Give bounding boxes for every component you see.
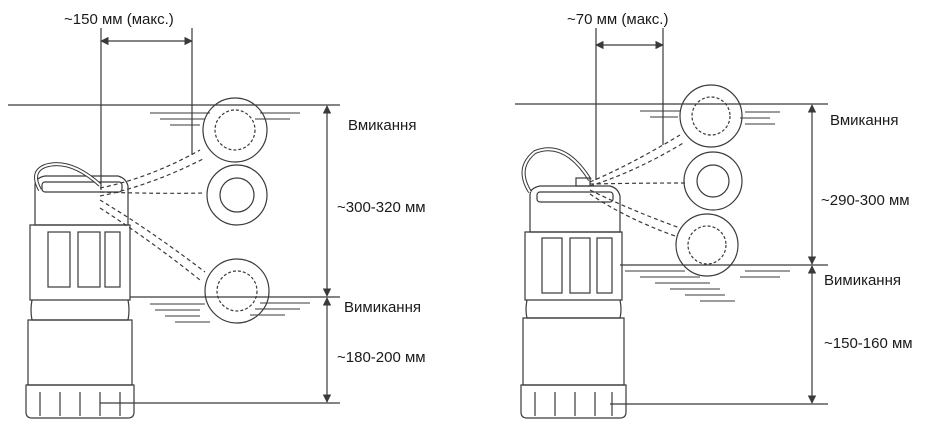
float-middle — [206, 164, 268, 226]
float-upper — [679, 84, 743, 148]
float-lower — [204, 258, 270, 324]
water-ripples-off — [625, 270, 790, 302]
float-cables — [99, 149, 206, 281]
right-diagram — [515, 28, 828, 419]
pump-body — [25, 175, 135, 419]
left-diagram — [8, 28, 340, 419]
range-label-right: ~290-300 мм — [821, 192, 910, 209]
off-label-right: Вимикання — [824, 272, 901, 289]
bottom-label-right: ~150-160 мм — [824, 335, 913, 352]
pump-body — [520, 185, 627, 419]
bottom-label-left: ~180-200 мм — [337, 349, 426, 366]
range-label-left: ~300-320 мм — [337, 199, 426, 216]
spacing-label-right: ~70 мм (макс.) — [567, 11, 669, 28]
on-label-left: Вмикання — [348, 117, 417, 134]
float-upper — [202, 97, 268, 163]
float-middle — [683, 151, 743, 211]
float-lower — [675, 213, 739, 277]
water-ripples-on — [150, 112, 300, 126]
on-label-right: Вмикання — [830, 112, 899, 129]
water-ripples-off — [150, 302, 310, 323]
spacing-label-left: ~150 мм (макс.) — [64, 11, 174, 28]
water-ripples-on — [640, 110, 780, 125]
off-label-left: Вимикання — [344, 299, 421, 316]
float-cables — [589, 134, 686, 237]
